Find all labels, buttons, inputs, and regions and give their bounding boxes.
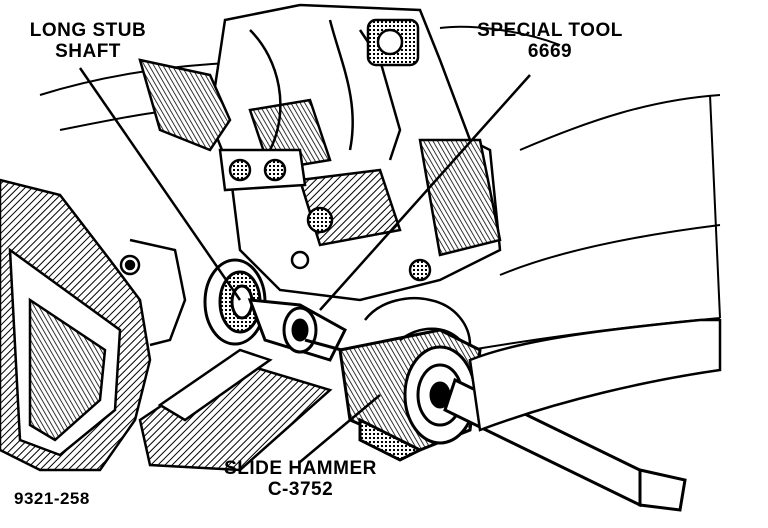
label-special-tool: SPECIAL TOOL 6669 [470,20,630,62]
label-special-tool-line2: 6669 [527,41,573,62]
label-long-stub-shaft-line2: SHAFT [55,41,121,62]
engine-assembly [138,3,502,302]
hand [364,296,722,432]
label-long-stub-shaft-line1: LONG STUB [29,20,147,41]
label-slide-hammer-line1: SLIDE HAMMER [224,458,377,479]
leader-long-stub-shaft [78,67,242,301]
support-plate [138,348,333,472]
figure-id: 9321-258 [14,489,90,508]
transaxle-housing [0,178,187,472]
leader-lines [78,67,531,463]
label-slide-hammer: SLIDE HAMMER C-3752 [218,458,383,500]
leader-special-tool [319,74,531,311]
special-tool-6669 [247,298,361,362]
label-special-tool-line1: SPECIAL TOOL [477,20,623,41]
label-slide-hammer-line2: C-3752 [267,479,334,500]
label-long-stub-shaft: LONG STUB SHAFT [18,20,158,62]
leader-slide-hammer [299,394,381,463]
